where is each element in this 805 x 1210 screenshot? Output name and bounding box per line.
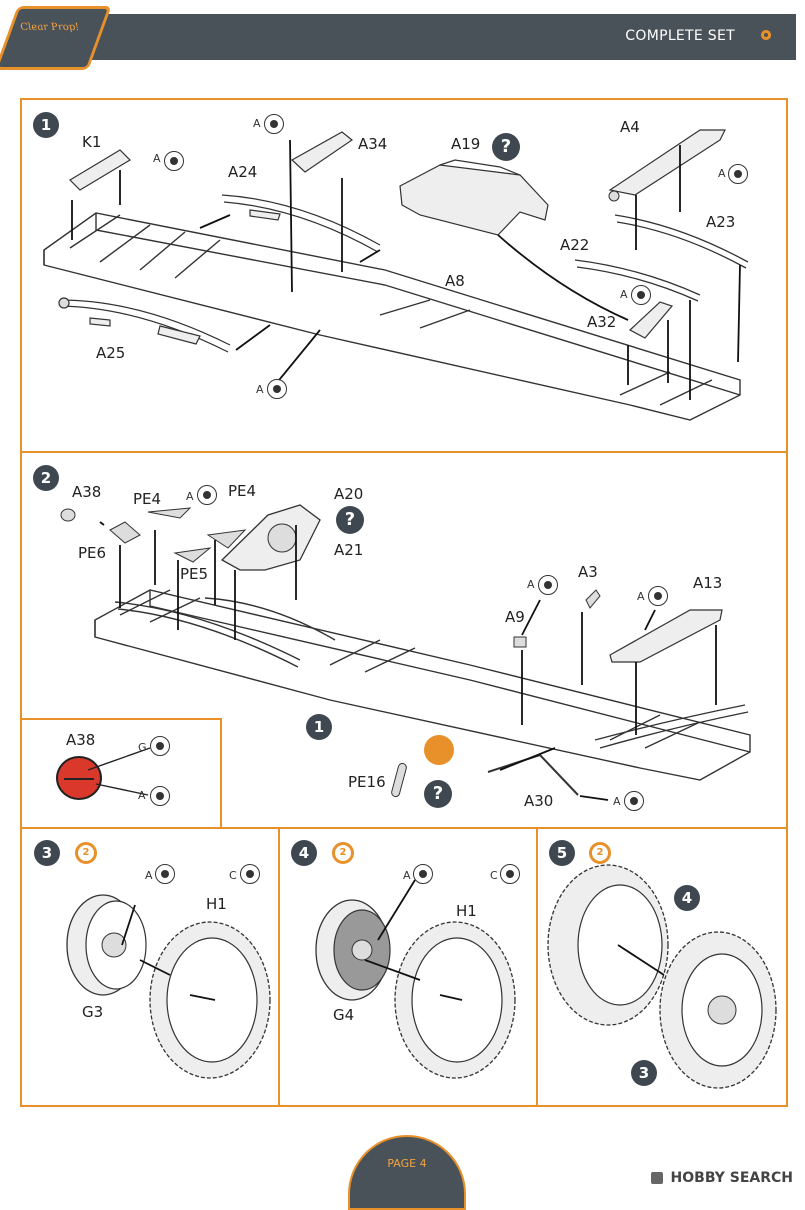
part-label-pe16: PE16 (348, 773, 386, 791)
header-bar (62, 14, 796, 60)
step-reference-badge: 1 (306, 714, 332, 740)
part-label-g4: G4 (333, 1006, 355, 1024)
glue-icon (538, 575, 558, 595)
glue-letter: A (186, 490, 194, 503)
glue-letter: A (253, 117, 261, 130)
step-number-badge: 2 (33, 465, 59, 491)
step-number-badge: 4 (291, 840, 317, 866)
glue-icon (164, 151, 184, 171)
glue-letter: A (138, 789, 146, 802)
part-label-a13: A13 (693, 574, 723, 592)
step-reference-badge: 4 (674, 885, 700, 911)
question-badge: ? (424, 780, 452, 808)
part-label-a4: A4 (620, 118, 640, 136)
glue-letter: A (637, 590, 645, 603)
part-label-h1: H1 (456, 902, 477, 920)
repeat-count-icon: 2 (332, 842, 354, 864)
glue-icon (150, 786, 170, 806)
gear-icon (761, 30, 771, 40)
glue-letter: C (229, 869, 237, 882)
step-5-panel (536, 827, 788, 1107)
part-label-a38: A38 (72, 483, 102, 501)
glue-icon (197, 485, 217, 505)
glue-icon (624, 791, 644, 811)
part-label-g3: G3 (82, 1003, 104, 1021)
part-label-a25: A25 (96, 344, 126, 362)
step-number-badge: 1 (33, 112, 59, 138)
page-title: COMPLETE SET (625, 28, 735, 44)
glue-letter: A (527, 578, 535, 591)
question-badge: ? (336, 506, 364, 534)
page-number: PAGE 4 (387, 1157, 427, 1170)
glue-letter: A (620, 288, 628, 301)
part-label-a22: A22 (560, 236, 590, 254)
glue-letter: C (490, 869, 498, 882)
glue-icon (500, 864, 520, 884)
glue-icon (648, 586, 668, 606)
glue-icon (267, 379, 287, 399)
painted-part-detail (64, 778, 94, 780)
glue-letter: A (153, 152, 161, 165)
glue-icon (413, 864, 433, 884)
part-label-a34: A34 (358, 135, 388, 153)
glue-letter: A (718, 167, 726, 180)
part-label-pe4: PE4 (133, 490, 162, 508)
glue-icon (728, 164, 748, 184)
repeat-count-icon: 2 (589, 842, 611, 864)
part-label-a8: A8 (445, 272, 465, 290)
part-label-pe4: PE4 (228, 482, 257, 500)
part-label-a20: A20 (334, 485, 364, 503)
glue-icon (155, 864, 175, 884)
part-label-a24: A24 (228, 163, 258, 181)
glue-letter: G (138, 741, 147, 754)
part-label-a3: A3 (578, 563, 598, 581)
watermark-icon (651, 1172, 663, 1184)
header: Clear Prop! COMPLETE SET (0, 0, 805, 70)
part-label-pe5: PE5 (180, 565, 209, 583)
question-badge: ? (492, 133, 520, 161)
part-label-pe6: PE6 (78, 544, 107, 562)
glue-icon (240, 864, 260, 884)
part-label-a23: A23 (706, 213, 736, 231)
photo-etch-icon (424, 735, 454, 765)
glue-letter: A (256, 383, 264, 396)
step-number-badge: 5 (549, 840, 575, 866)
repeat-count-icon: 2 (75, 842, 97, 864)
part-label-a9: A9 (505, 608, 525, 626)
inset-label: A38 (66, 731, 96, 749)
glue-icon (264, 114, 284, 134)
step-reference-badge: 3 (631, 1060, 657, 1086)
part-label-a19: A19 (451, 135, 481, 153)
glue-icon (631, 285, 651, 305)
part-label-k1: K1 (82, 133, 102, 151)
part-label-h1: H1 (206, 895, 227, 913)
glue-icon (150, 736, 170, 756)
glue-letter: A (613, 795, 621, 808)
part-label-a30: A30 (524, 792, 554, 810)
watermark-text: HOBBY SEARCH (670, 1170, 793, 1186)
glue-letter: A (145, 869, 153, 882)
part-label-a21: A21 (334, 541, 364, 559)
step-number-badge: 3 (34, 840, 60, 866)
glue-letter: A (403, 869, 411, 882)
part-label-a32: A32 (587, 313, 617, 331)
